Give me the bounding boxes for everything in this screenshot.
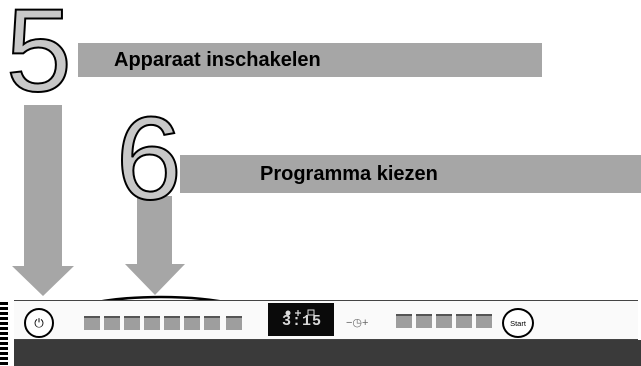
option-button[interactable] (416, 314, 432, 328)
step-5-label: Apparaat inschakelen (114, 48, 321, 71)
program-button[interactable] (184, 316, 200, 330)
panel-edge-strip (0, 302, 8, 366)
display-time: 3:15 (282, 313, 323, 330)
step-6-label: Programma kiezen (260, 162, 438, 185)
option-button[interactable] (396, 314, 412, 328)
time-display (268, 303, 334, 336)
program-button[interactable] (124, 316, 140, 330)
step-5-number: 5 (5, 0, 73, 117)
delay-timer-control[interactable]: −◷+ (346, 317, 369, 329)
program-button[interactable] (164, 316, 180, 330)
option-button[interactable] (476, 314, 492, 328)
program-button[interactable] (104, 316, 120, 330)
start-button[interactable]: Start (502, 308, 534, 338)
option-button[interactable] (436, 314, 452, 328)
arrow-to-program-buttons (125, 196, 185, 295)
display-indicator-icons (284, 304, 320, 316)
program-button[interactable] (144, 316, 160, 330)
step-6-number: 6 (115, 93, 183, 225)
start-label: Start (510, 318, 526, 328)
step-5-banner: Apparaat inschakelen (78, 43, 542, 77)
panel-base (14, 340, 641, 366)
program-button[interactable] (84, 316, 100, 330)
power-button[interactable]: ⏻ (24, 308, 54, 338)
indicator-plus-icon (295, 310, 301, 316)
indicator-box-icon (307, 309, 315, 316)
indicator-dot-icon (285, 310, 291, 316)
option-button[interactable] (456, 314, 472, 328)
program-button[interactable] (226, 316, 242, 330)
power-icon: ⏻ (34, 315, 44, 330)
step-6-banner: Programma kiezen (180, 155, 641, 193)
arrow-to-power-button (12, 105, 74, 296)
program-button[interactable] (204, 316, 220, 330)
